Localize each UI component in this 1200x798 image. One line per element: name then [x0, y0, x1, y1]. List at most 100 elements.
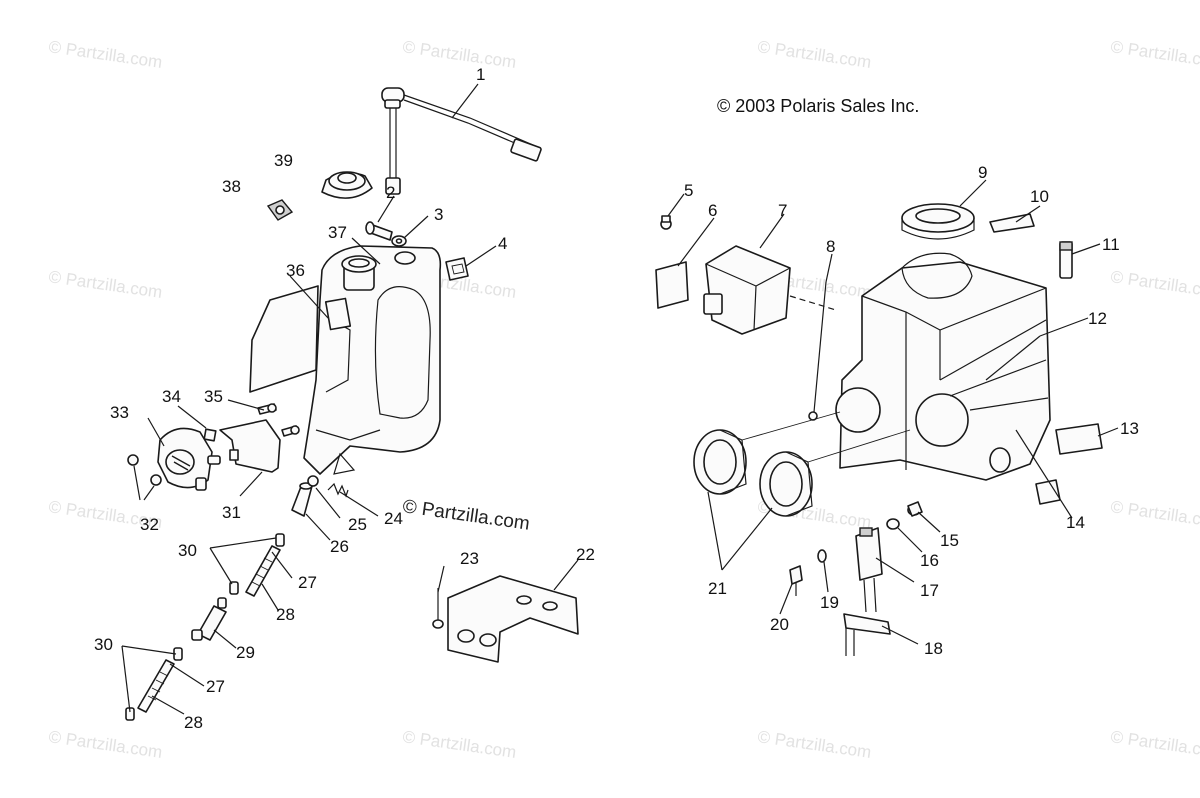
part-20-bolt — [789, 565, 803, 596]
part-1-oil-level-sensor — [381, 87, 542, 195]
callout-16: 16 — [920, 551, 939, 570]
part-18-strap — [843, 613, 891, 656]
callout-24: 24 — [384, 509, 403, 528]
part-4-clip — [445, 257, 469, 281]
callout-29: 29 — [236, 643, 255, 662]
callout-27-lower: 27 — [206, 677, 225, 696]
callout-6: 6 — [708, 201, 717, 220]
callout-5: 5 — [684, 181, 693, 200]
oil-tank-assembly — [125, 87, 579, 721]
watermark: © Partzilla.com — [401, 37, 517, 72]
callout-35: 35 — [204, 387, 223, 406]
callout-33: 33 — [110, 403, 129, 422]
part-10-decal — [989, 213, 1035, 233]
callout-leaders — [121, 83, 1119, 715]
callout-31: 31 — [222, 503, 241, 522]
airbox-assembly — [655, 203, 1103, 656]
alignment-line — [807, 429, 911, 463]
part-28-hose-upper — [245, 545, 281, 597]
part-31-bracket — [219, 419, 281, 473]
part-25-washer — [307, 475, 319, 487]
callout-1: 1 — [476, 65, 485, 84]
callout-36: 36 — [286, 261, 305, 280]
callout-26: 26 — [330, 537, 349, 556]
callout-4: 4 — [498, 234, 507, 253]
watermark: © Partzilla.com — [47, 37, 163, 72]
part-5-screw — [660, 215, 672, 230]
part-21-intake-boot — [693, 429, 813, 517]
callout-30-lower: 30 — [94, 635, 113, 654]
part-22-mounting-bracket — [447, 575, 579, 663]
part-9-foam-ring — [901, 203, 975, 240]
callout-28: 28 — [276, 605, 295, 624]
callout-18: 18 — [924, 639, 943, 658]
part-17-rubber-mount — [855, 527, 883, 613]
callout-32: 32 — [140, 515, 159, 534]
leader-dashed — [789, 295, 837, 311]
part-33-oil-pump — [157, 427, 221, 491]
part-35-bolt — [257, 403, 300, 437]
callout-34: 34 — [162, 387, 181, 406]
part-2-bolt — [365, 221, 393, 241]
callout-20: 20 — [770, 615, 789, 634]
part-29-inline-filter — [191, 597, 227, 641]
watermark: © Partzilla.com — [1109, 727, 1200, 762]
callout-12: 12 — [1088, 309, 1107, 328]
callout-30: 30 — [178, 541, 197, 560]
watermark: © Partzilla.com — [1109, 497, 1200, 532]
callout-37: 37 — [328, 223, 347, 242]
part-8-bolt — [808, 281, 827, 421]
watermark: © Partzilla.com — [1109, 267, 1200, 302]
callout-3: 3 — [434, 205, 443, 224]
part-38-clip — [266, 199, 294, 221]
callout-22: 22 — [576, 545, 595, 564]
callout-15: 15 — [940, 531, 959, 550]
part-26-fitting — [291, 482, 313, 517]
part-24-spring — [327, 482, 349, 498]
part-11-clip — [1059, 241, 1073, 279]
part-30-clamp-upper — [229, 533, 285, 595]
part-36-decal — [249, 285, 319, 393]
watermark: © Partzilla.com — [756, 37, 872, 72]
callout-7: 7 — [778, 201, 787, 220]
callout-25: 25 — [348, 515, 367, 534]
callout-11: 11 — [1102, 235, 1120, 254]
watermark: © Partzilla.com — [47, 727, 163, 762]
part-19-washer — [817, 549, 827, 563]
center-watermark: © Partzilla.com — [401, 496, 531, 535]
part-28-hose-lower — [137, 659, 175, 713]
callout-8: 8 — [826, 237, 835, 256]
callout-13: 13 — [1120, 419, 1139, 438]
part-14-decal — [1035, 479, 1061, 505]
part-16-washer — [886, 518, 900, 530]
callout-28-lower: 28 — [184, 713, 203, 732]
callout-17: 17 — [920, 581, 939, 600]
callout-19: 19 — [820, 593, 839, 612]
part-12-airbox — [835, 252, 1051, 481]
callout-23: 23 — [460, 549, 479, 568]
part-37-oil-tank — [303, 245, 442, 475]
callout-10: 10 — [1030, 187, 1049, 206]
callout-labels: 1 2 3 4 5 6 7 8 9 10 11 12 13 14 15 16 1… — [94, 65, 1139, 732]
part-13-decal — [1055, 423, 1103, 455]
watermark: © Partzilla.com — [1109, 37, 1200, 72]
watermark: © Partzilla.com — [401, 727, 517, 762]
callout-21: 21 — [708, 579, 727, 598]
part-3-washer — [391, 235, 407, 247]
callout-2: 2 — [386, 183, 395, 202]
callout-38: 38 — [222, 177, 241, 196]
callout-27: 27 — [298, 573, 317, 592]
callout-39: 39 — [274, 151, 293, 170]
part-23-bolt — [432, 588, 444, 629]
part-6-decal — [655, 261, 689, 309]
alignment-line — [741, 411, 841, 441]
part-39-fill-cap — [321, 171, 373, 199]
watermark: © Partzilla.com — [756, 727, 872, 762]
part-7-cdi-module — [703, 245, 791, 335]
callout-9: 9 — [978, 163, 987, 182]
part-34-nut — [203, 428, 217, 442]
callout-14: 14 — [1066, 513, 1085, 532]
part-32-nut — [127, 454, 162, 486]
